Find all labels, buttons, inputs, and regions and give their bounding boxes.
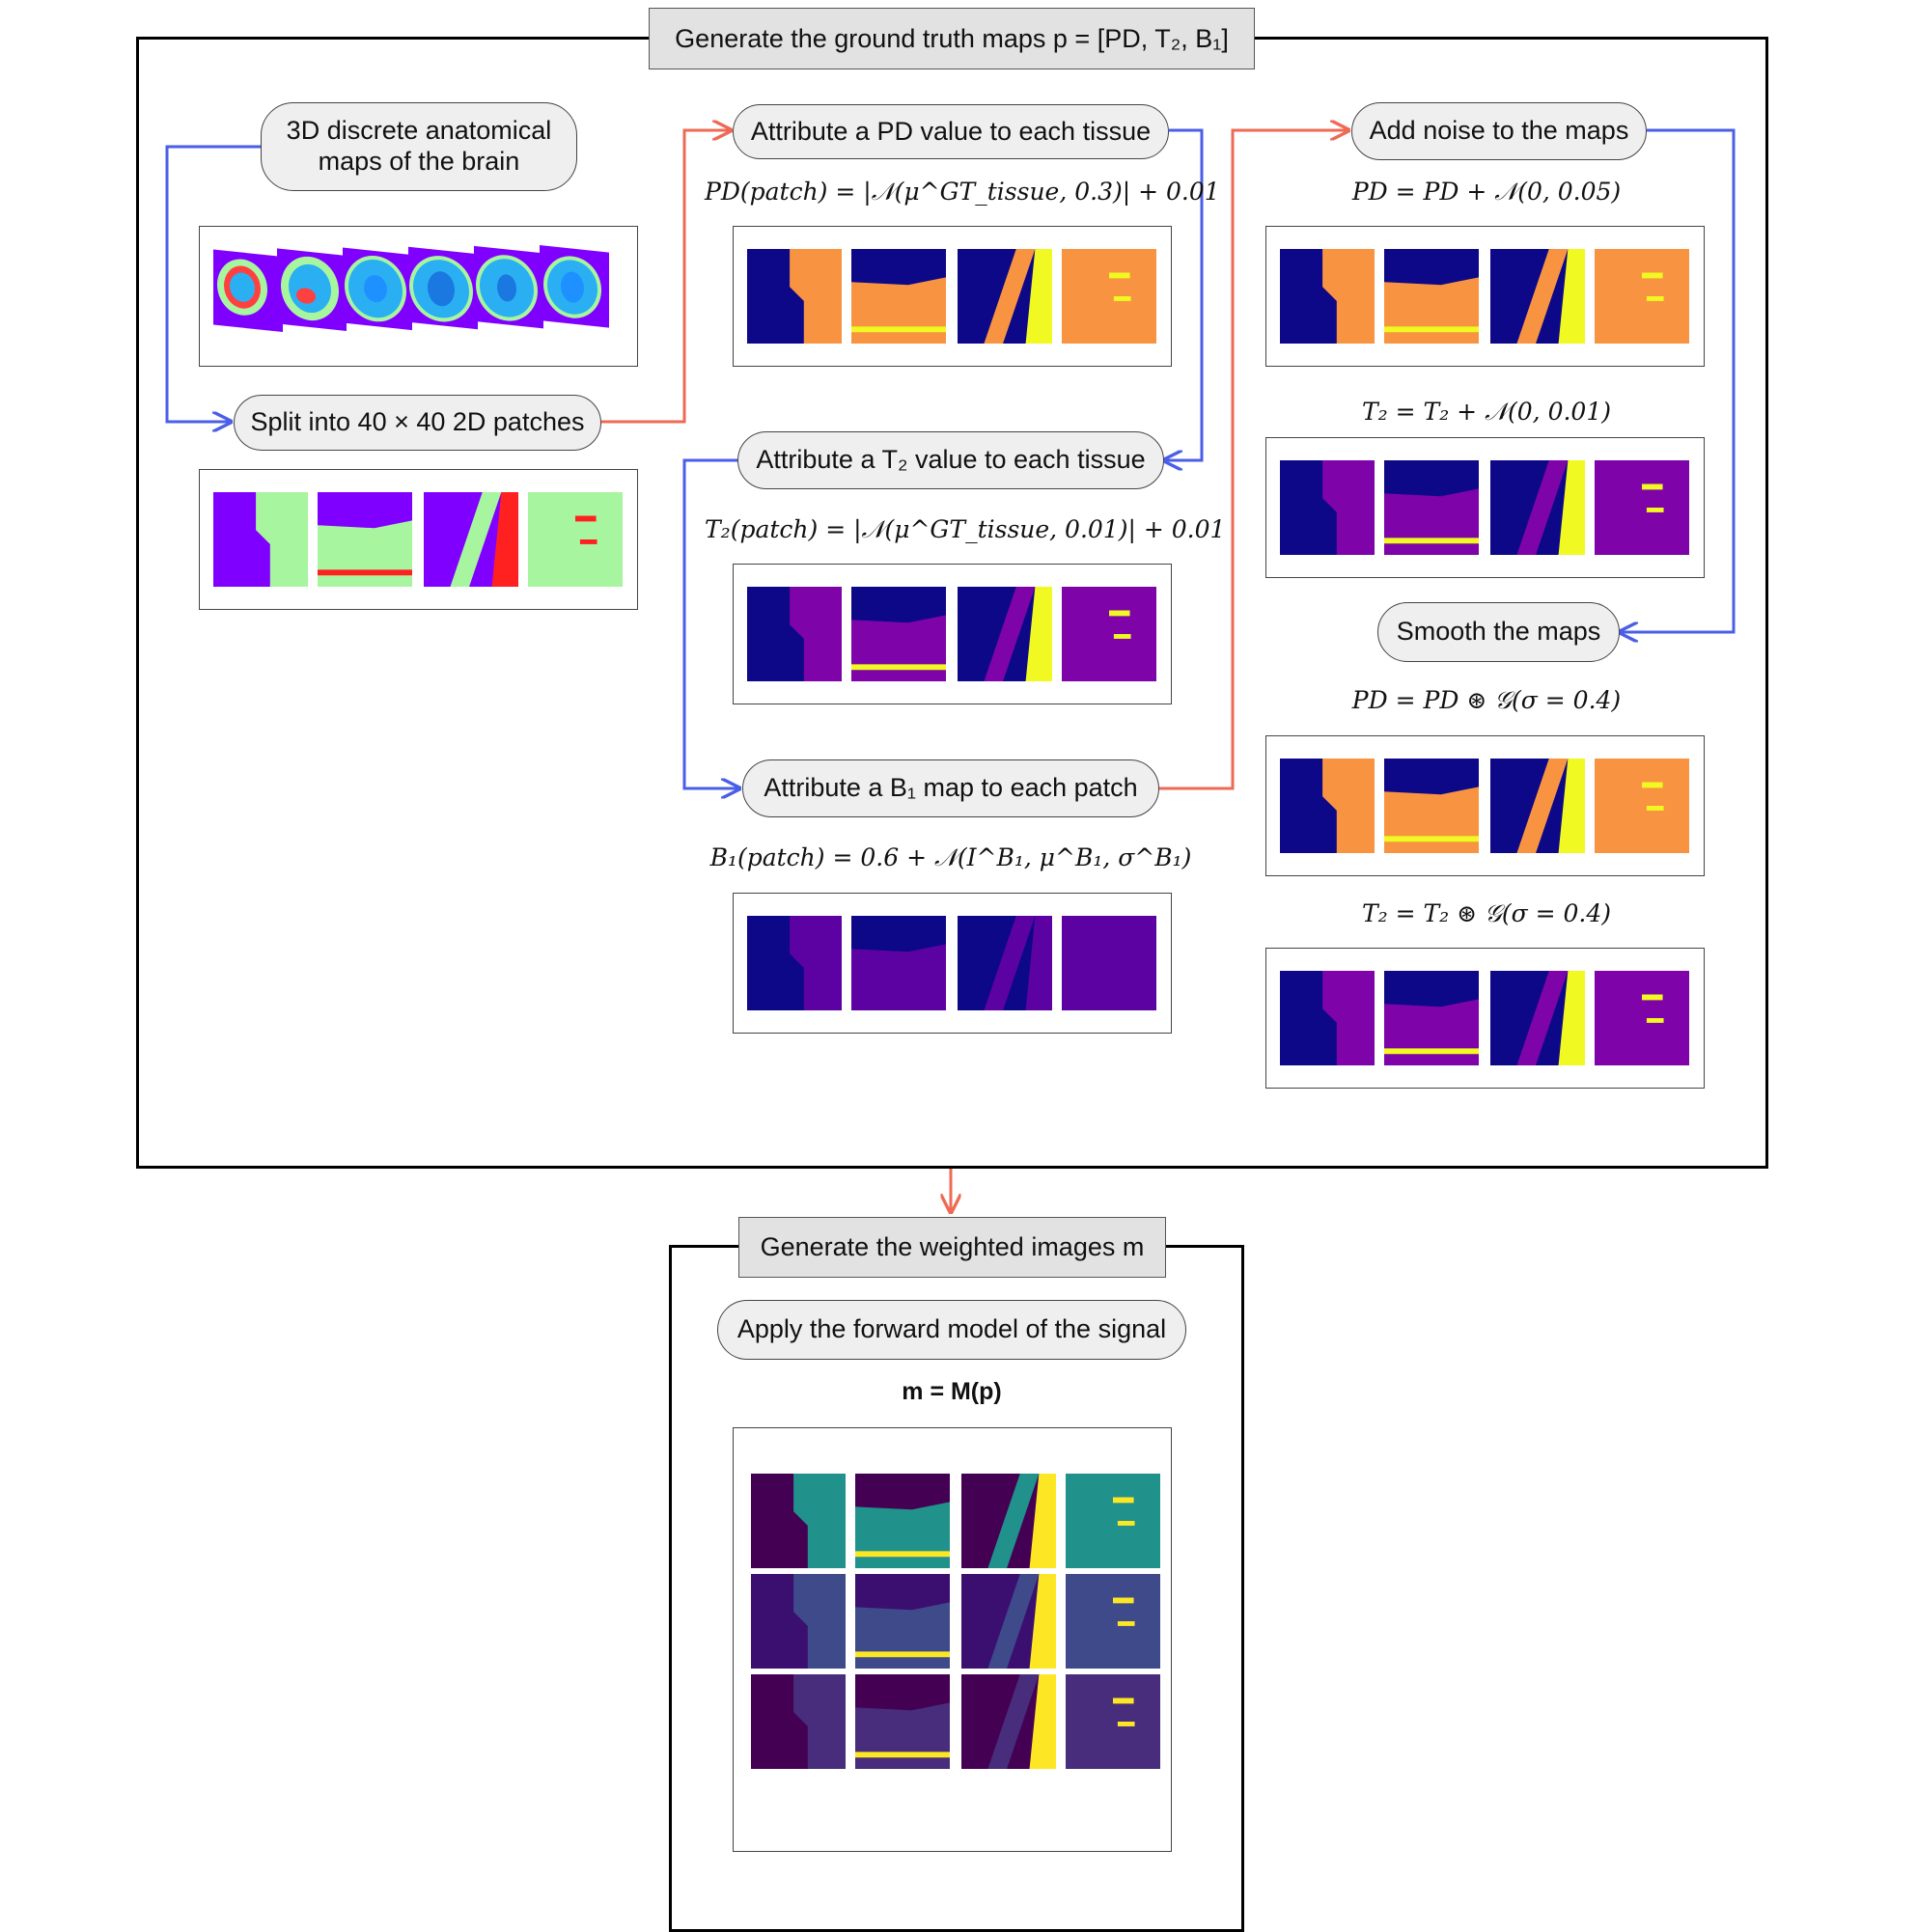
smooth-t2-patch-2 [1384, 971, 1479, 1065]
split-patch-2 [318, 492, 412, 587]
weighted-row1-2 [855, 1474, 950, 1568]
formula-smooth-t2: T₂ = T₂ ⊛ 𝒢(σ = 0.4) [1361, 899, 1612, 927]
formula-t2: T₂(patch) = |𝒩(μ^GT_tissue, 0.01)| + 0.0… [705, 515, 1226, 543]
step-forward-model: Apply the forward model of the signal [717, 1300, 1186, 1360]
weighted-row1-1 [751, 1474, 846, 1568]
smooth-pd-patch-4 [1595, 759, 1689, 853]
weighted-row1-3 [961, 1474, 1056, 1568]
formula-forward-model: m = M(p) [902, 1378, 1002, 1405]
b1-patch-2 [851, 916, 946, 1010]
arrow-t2-to-b1 [682, 458, 739, 788]
slice-6 [540, 244, 609, 328]
stage2-title: Generate the weighted images m [738, 1217, 1166, 1278]
step-split-patches: Split into 40 × 40 2D patches [234, 395, 601, 451]
t2-patch-3 [958, 587, 1052, 681]
noise-t2-patch-4 [1595, 460, 1689, 555]
b1-patch-1 [747, 916, 842, 1010]
arrow-split-to-pd [601, 130, 731, 424]
weighted-row3-1 [751, 1674, 846, 1769]
noise-t2-patch-1 [1280, 460, 1375, 555]
noise-pd-patch-1 [1280, 249, 1375, 344]
formula-pd: PD(patch) = |𝒩(μ^GT_tissue, 0.3)| + 0.01 [705, 178, 1220, 206]
weighted-row2-1 [751, 1574, 846, 1669]
noise-pd-patch-4 [1595, 249, 1689, 344]
pd-patch-1 [747, 249, 842, 344]
pd-patch-4 [1062, 249, 1156, 344]
t2-patch-2 [851, 587, 946, 681]
smooth-pd-patch-1 [1280, 759, 1375, 853]
split-patch-4 [528, 492, 623, 587]
t2-patch-1 [747, 587, 842, 681]
slice-5 [474, 245, 543, 329]
noise-pd-patch-2 [1384, 249, 1479, 344]
stage1-title: Generate the ground truth maps p = [PD, … [649, 8, 1255, 69]
brain-slices-image [213, 244, 609, 333]
smooth-t2-patch-3 [1490, 971, 1585, 1065]
formula-b1: B₁(patch) = 0.6 + 𝒩(I^B₁, μ^B₁, σ^B₁) [709, 843, 1192, 871]
step-attribute-t2: Attribute a T₂ value to each tissue [737, 431, 1164, 489]
split-patch-3 [424, 492, 518, 587]
step-add-noise: Add noise to the maps [1351, 102, 1647, 160]
smooth-pd-patch-3 [1490, 759, 1585, 853]
weighted-row3-2 [855, 1674, 950, 1769]
formula-noise-pd: PD = PD + 𝒩(0, 0.05) [1351, 178, 1622, 206]
weighted-row3-3 [961, 1674, 1056, 1769]
arrow-anatomical-to-split [165, 145, 261, 422]
slice-1 [213, 249, 283, 333]
step-anatomical-maps: 3D discrete anatomical maps of the brain [261, 102, 577, 191]
weighted-row2-3 [961, 1574, 1056, 1669]
smooth-t2-patch-4 [1595, 971, 1689, 1065]
step-smooth-maps: Smooth the maps [1377, 602, 1620, 662]
weighted-row2-2 [855, 1574, 950, 1669]
arrow-b1-to-noise [1159, 130, 1348, 790]
step-attribute-pd: Attribute a PD value to each tissue [733, 104, 1169, 159]
slice-2 [277, 248, 347, 331]
smooth-t2-patch-1 [1280, 971, 1375, 1065]
slice-4 [408, 246, 478, 330]
noise-pd-patch-3 [1490, 249, 1585, 344]
arrow-pd-to-t2 [1164, 128, 1204, 460]
panel-anatomical-slices [199, 226, 638, 367]
noise-t2-patch-3 [1490, 460, 1585, 555]
weighted-row1-4 [1066, 1474, 1160, 1568]
formula-noise-t2: T₂ = T₂ + 𝒩(0, 0.01) [1362, 398, 1611, 426]
arrow-noise-to-smooth [1620, 128, 1736, 632]
split-patch-1 [213, 492, 308, 587]
b1-patch-3 [958, 916, 1052, 1010]
b1-patch-4 [1062, 916, 1156, 1010]
noise-t2-patch-2 [1384, 460, 1479, 555]
pd-patch-3 [958, 249, 1052, 344]
formula-smooth-pd: PD = PD ⊛ 𝒢(σ = 0.4) [1351, 686, 1622, 714]
pd-patch-2 [851, 249, 946, 344]
step-attribute-b1: Attribute a B₁ map to each patch [742, 759, 1159, 817]
smooth-pd-patch-2 [1384, 759, 1479, 853]
weighted-row3-4 [1066, 1674, 1160, 1769]
slice-3 [343, 247, 412, 331]
t2-patch-4 [1062, 587, 1156, 681]
weighted-row2-4 [1066, 1574, 1160, 1669]
